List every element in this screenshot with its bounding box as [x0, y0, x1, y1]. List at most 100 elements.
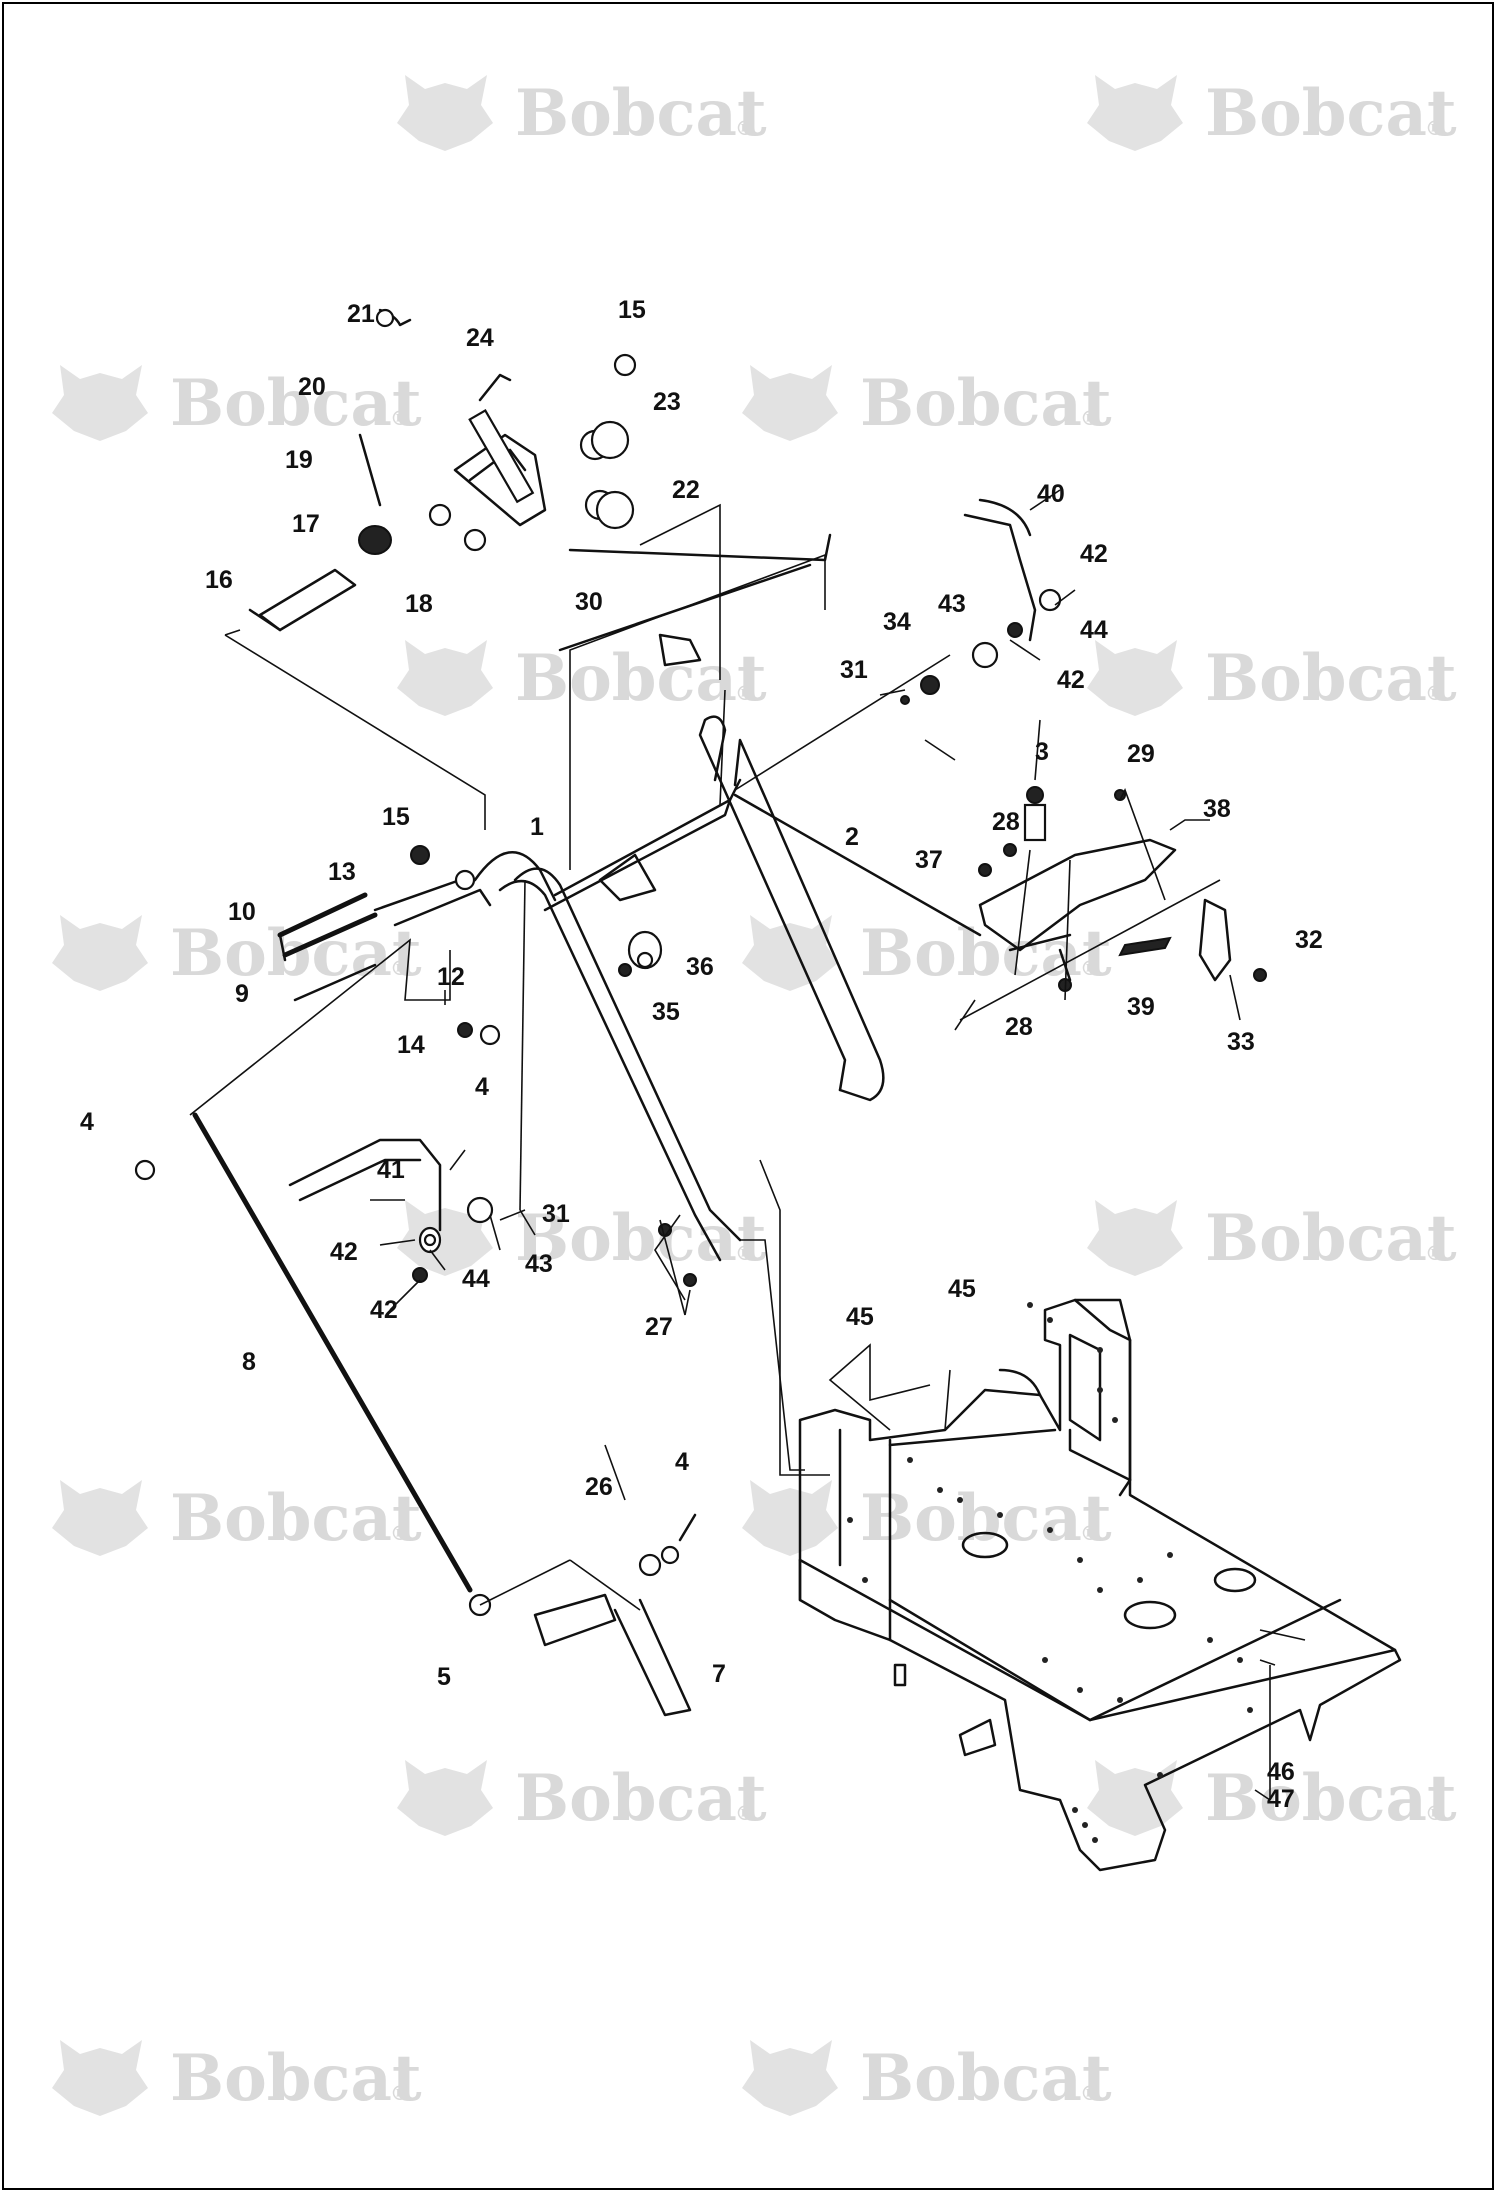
- callout-4: 4: [675, 1448, 689, 1476]
- callout-20: 20: [298, 373, 326, 401]
- watermark-text: Bobcat: [1205, 641, 1457, 716]
- bobcat-logo-icon: [742, 915, 838, 991]
- bobcat-logo-icon: [52, 365, 148, 441]
- watermark-text: Bobcat: [860, 366, 1112, 441]
- watermark-text: Bobcat: [1205, 1761, 1457, 1836]
- callout-12: 12: [437, 963, 465, 991]
- callout-45: 45: [846, 1303, 874, 1331]
- bobcat-watermark: Bobcat®: [397, 640, 767, 716]
- callout-41: 41: [377, 1156, 405, 1184]
- callout-47: 47: [1267, 1785, 1295, 1813]
- callout-24: 24: [466, 324, 494, 352]
- watermark-text: Bobcat: [515, 76, 767, 151]
- throttle-linkage: [248, 308, 637, 632]
- bobcat-logo-icon: [52, 2040, 148, 2116]
- bobcat-watermark: Bobcat®: [397, 75, 767, 151]
- callout-39: 39: [1127, 993, 1155, 1021]
- watermark-registered-mark: ®: [735, 1241, 755, 1265]
- callout-9: 9: [235, 980, 249, 1008]
- callout-10: 10: [228, 898, 256, 926]
- callout-21: 21: [347, 300, 375, 328]
- callout-27: 27: [645, 1313, 673, 1341]
- watermark-registered-mark: ®: [1425, 681, 1445, 705]
- frame-base: [798, 1298, 1402, 1872]
- watermark-registered-mark: ®: [735, 681, 755, 705]
- watermark-text: Bobcat: [170, 1481, 422, 1556]
- watermark-layer: Bobcat®Bobcat®Bobcat®Bobcat®Bobcat®Bobca…: [52, 75, 1457, 2116]
- bobcat-logo-icon: [1087, 75, 1183, 151]
- watermark-registered-mark: ®: [1080, 1521, 1100, 1545]
- callout-15: 15: [382, 803, 410, 831]
- watermark-text: Bobcat: [515, 1761, 767, 1836]
- watermark-text: Bobcat: [860, 916, 1112, 991]
- watermark-registered-mark: ®: [390, 406, 410, 430]
- bobcat-logo-icon: [397, 640, 493, 716]
- callout-14: 14: [397, 1031, 425, 1059]
- bobcat-logo-icon: [397, 1200, 493, 1276]
- callout-19: 19: [285, 446, 313, 474]
- bobcat-watermark: Bobcat®: [1087, 640, 1457, 716]
- watermark-registered-mark: ®: [1080, 956, 1100, 980]
- callout-26: 26: [585, 1473, 613, 1501]
- watermark-text: Bobcat: [860, 2041, 1112, 2116]
- watermark-registered-mark: ®: [1425, 1801, 1445, 1825]
- bobcat-logo-icon: [742, 2040, 838, 2116]
- callout-16: 16: [205, 566, 233, 594]
- callouts: 1 2 3 4 4 4 5 7 8 9 10 12 13 14 15 15 16…: [80, 296, 1323, 1813]
- callout-28: 28: [992, 808, 1020, 836]
- callout-36: 36: [686, 953, 714, 981]
- callout-40: 40: [1037, 480, 1065, 508]
- callout-38: 38: [1203, 795, 1231, 823]
- callout-5: 5: [437, 1663, 451, 1691]
- watermark-registered-mark: ®: [390, 1521, 410, 1545]
- callout-43: 43: [525, 1250, 553, 1278]
- bobcat-watermark: Bobcat®: [397, 1760, 767, 1836]
- grip-linkage: [277, 845, 501, 1046]
- callout-22: 22: [672, 476, 700, 504]
- bobcat-watermark: Bobcat®: [1087, 1200, 1457, 1276]
- watermark-text: Bobcat: [1205, 76, 1457, 151]
- bobcat-watermark: Bobcat®: [1087, 75, 1457, 151]
- watermark-text: Bobcat: [170, 2041, 422, 2116]
- callout-44: 44: [1080, 616, 1108, 644]
- callout-2: 2: [845, 823, 859, 851]
- callout-45: 45: [948, 1275, 976, 1303]
- callout-32: 32: [1295, 926, 1323, 954]
- watermark-registered-mark: ®: [1080, 406, 1100, 430]
- callout-23: 23: [653, 388, 681, 416]
- callout-15: 15: [618, 296, 646, 324]
- right-side-components: [288, 498, 1267, 1287]
- bobcat-watermark: Bobcat®: [52, 365, 422, 441]
- bobcat-logo-icon: [397, 1760, 493, 1836]
- callout-43: 43: [938, 590, 966, 618]
- watermark-registered-mark: ®: [390, 956, 410, 980]
- callout-28: 28: [1005, 1013, 1033, 1041]
- watermark-registered-mark: ®: [735, 1801, 755, 1825]
- callout-37: 37: [915, 846, 943, 874]
- watermark-text: Bobcat: [515, 1201, 767, 1276]
- callout-4: 4: [475, 1073, 489, 1101]
- bobcat-watermark: Bobcat®: [52, 1480, 422, 1556]
- callout-35: 35: [652, 998, 680, 1026]
- callout-42: 42: [370, 1296, 398, 1324]
- callout-13: 13: [328, 858, 356, 886]
- bobcat-logo-icon: [52, 1480, 148, 1556]
- callout-42: 42: [330, 1238, 358, 1266]
- bobcat-watermark: Bobcat®: [742, 1480, 1112, 1556]
- callout-4: 4: [80, 1108, 94, 1136]
- watermark-text: Bobcat: [860, 1481, 1112, 1556]
- watermark-text: Bobcat: [170, 366, 422, 441]
- watermark-registered-mark: ®: [390, 2081, 410, 2105]
- callout-7: 7: [712, 1660, 726, 1688]
- bobcat-logo-icon: [1087, 640, 1183, 716]
- callout-29: 29: [1127, 740, 1155, 768]
- watermark-text: Bobcat: [515, 641, 767, 716]
- bobcat-logo-icon: [742, 365, 838, 441]
- callout-33: 33: [1227, 1028, 1255, 1056]
- callout-31: 31: [840, 656, 868, 684]
- callout-34: 34: [883, 608, 911, 636]
- callout-3: 3: [1035, 738, 1049, 766]
- callout-17: 17: [292, 510, 320, 538]
- watermark-text: Bobcat: [1205, 1201, 1457, 1276]
- bobcat-watermark: Bobcat®: [397, 1200, 767, 1276]
